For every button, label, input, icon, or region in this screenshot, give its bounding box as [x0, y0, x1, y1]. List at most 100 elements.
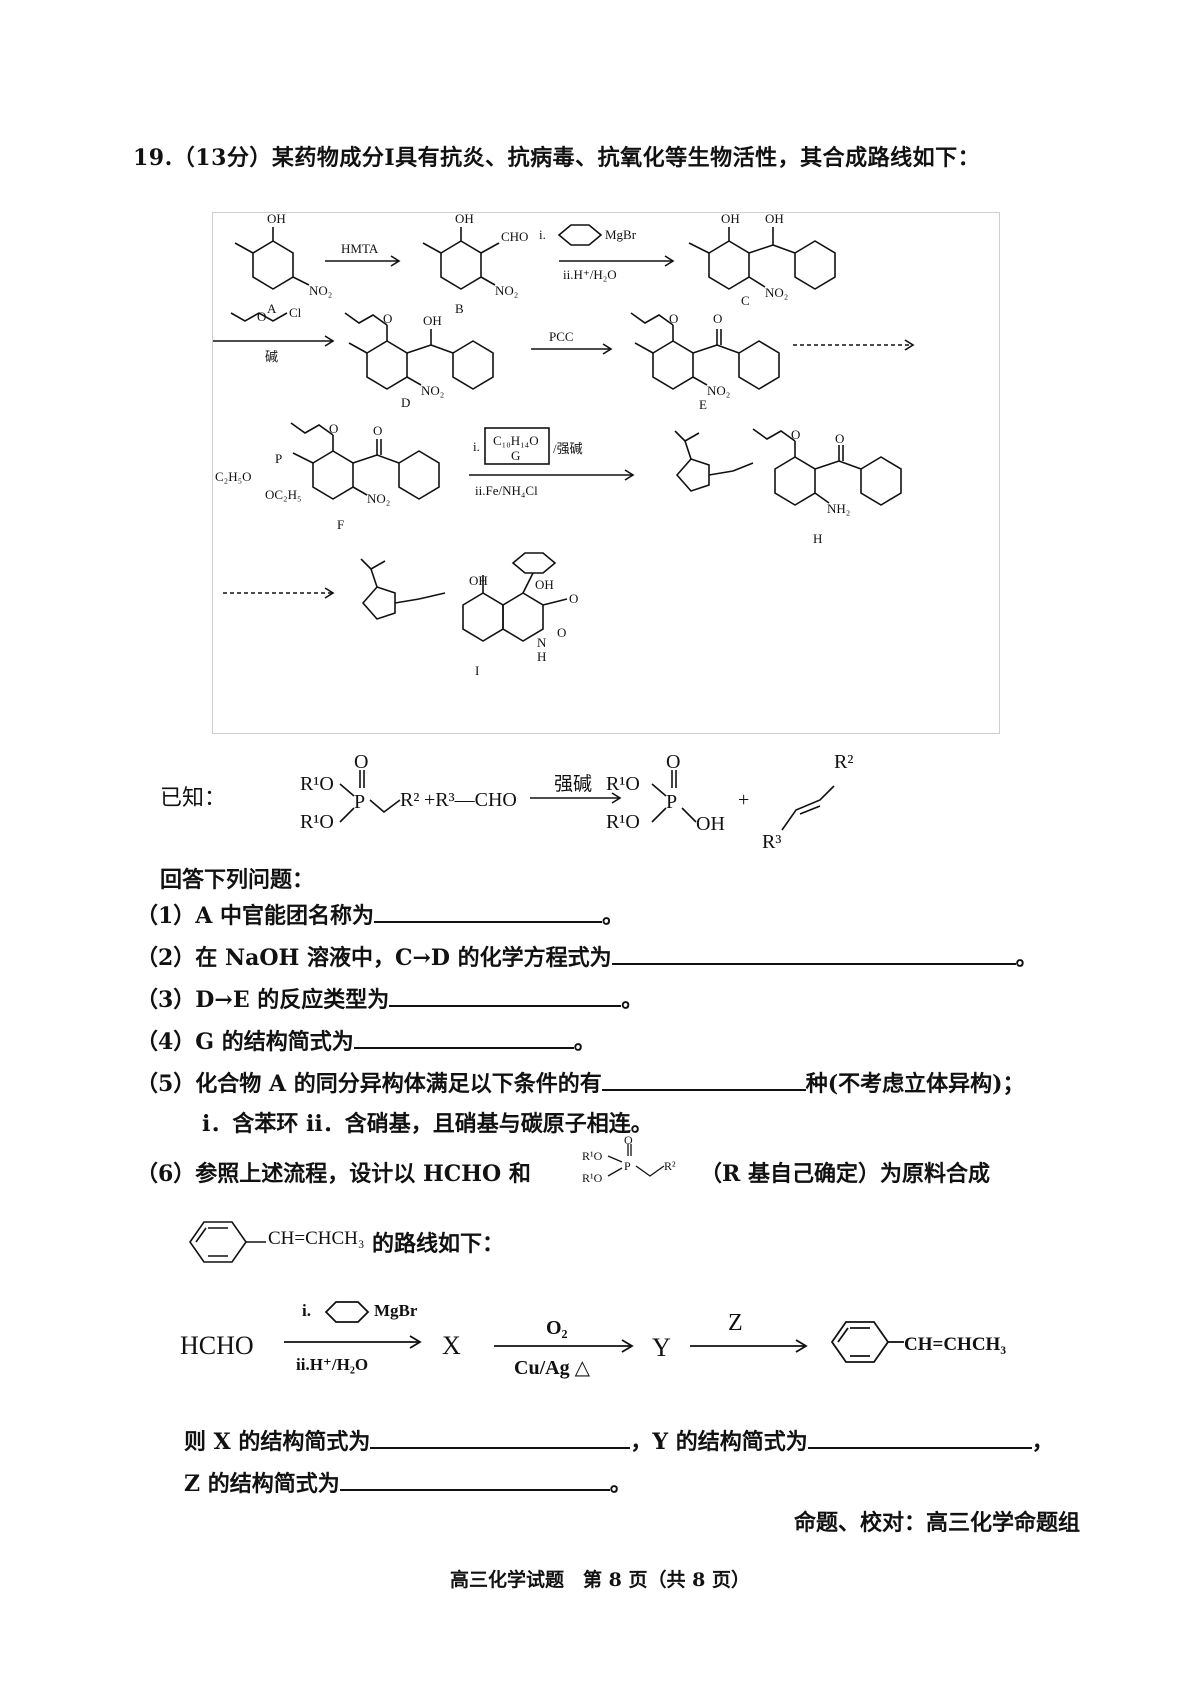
q6-reagent-svg: R¹O R¹O O P R² — [582, 1133, 676, 1185]
q6-reagent-r2: R² — [664, 1159, 676, 1173]
q6-reagent-p: P — [624, 1159, 631, 1173]
route-svg: HCHO i. MgBr ii.H⁺/H₂O X O₂ Cu/Ag △ Y Z … — [180, 1301, 1006, 1379]
q6-route-suffix: 的路线如下： — [372, 1231, 505, 1257]
e-ketone-o: O — [713, 311, 722, 326]
synthesis-route: HCHO i. MgBr ii.H⁺/H₂O X O₂ Cu/Ag △ Y Z … — [180, 1290, 1060, 1400]
ring-i-cyclopentene — [361, 586, 396, 620]
q5-prefix: （5）化合物 A 的同分异构体满足以下条件的有 — [136, 1071, 602, 1097]
question-title: 19.（13分）某药物成分I具有抗炎、抗病毒、抗氧化等生物活性，其合成路线如下： — [133, 145, 981, 171]
ring-c2 — [794, 240, 836, 290]
f-p: P — [275, 451, 282, 466]
final-question-z: Z 的结构简式为 。 — [184, 1466, 632, 1498]
a-oh: OH — [267, 213, 286, 226]
known-product-o: O — [666, 751, 680, 773]
y-answer-blank[interactable] — [807, 1427, 1032, 1449]
d-no2: NO₂ — [421, 383, 444, 398]
known-product-p: P — [666, 791, 677, 813]
label-e: E — [699, 397, 707, 412]
ring-b — [440, 240, 482, 290]
route-hcho: HCHO — [180, 1331, 254, 1360]
known-o: O — [354, 751, 368, 773]
question-6: （6）参照上述流程，设计以 HCHO 和 — [136, 1156, 531, 1188]
route-z: Z — [728, 1310, 743, 1336]
q1-prefix: （1）A 中官能团名称为 — [136, 903, 375, 929]
route-x: X — [442, 1331, 461, 1360]
q5-answer-blank[interactable] — [601, 1069, 806, 1091]
reagent-hmta: HMTA — [341, 241, 379, 256]
synthesis-scheme: OH NO₂ A HMTA OH CHO NO₂ B i. MgBr ii.H⁺… — [212, 211, 1000, 734]
e-no2: NO₂ — [707, 383, 730, 398]
q2-answer-blank[interactable] — [611, 943, 1016, 965]
q6-suffix: （R 基自己确定）为原料合成 — [700, 1161, 990, 1187]
q2-prefix: （2）在 NaOH 溶液中，C→D 的化学方程式为 — [136, 945, 612, 971]
known-r1o-bottom: R¹O — [300, 811, 334, 833]
label-a: A — [267, 301, 277, 316]
f-no2: NO₂ — [367, 491, 390, 506]
b-no2: NO₂ — [495, 283, 518, 298]
grignard-i: i. — [539, 227, 546, 242]
label-b: B — [455, 301, 464, 316]
q1-answer-blank[interactable] — [374, 901, 603, 923]
reagent-o: O — [257, 309, 266, 324]
ring-i2 — [502, 592, 544, 642]
z-answer-blank[interactable] — [339, 1469, 610, 1491]
known-product-oh: OH — [696, 813, 725, 835]
signature: 命题、校对：高三化学命题组 — [793, 1510, 1080, 1536]
known-product-r1o-top: R¹O — [606, 773, 640, 795]
i-h: H — [537, 649, 546, 664]
q6-reagent-structure: R¹O R¹O O P R² — [560, 1133, 700, 1188]
q3-answer-blank[interactable] — [389, 985, 622, 1007]
known-plus: + — [738, 789, 749, 811]
page-footer: 高三化学试题 第 8 页（共 8 页） — [450, 1569, 750, 1591]
route-o2: O₂ — [546, 1317, 568, 1339]
q6-prefix: （6）参照上述流程，设计以 HCHO 和 — [136, 1161, 531, 1187]
q4-prefix: （4）G 的结构简式为 — [136, 1029, 354, 1055]
known-alkene-r2: R² — [834, 751, 853, 773]
ring-h1 — [774, 456, 816, 506]
ring-a — [252, 240, 294, 290]
q2-suffix: 。 — [1015, 945, 1038, 971]
c-no2: NO₂ — [765, 285, 788, 300]
final-question-xy: 则 X 的结构简式为，Y 的结构简式为， — [184, 1424, 1054, 1456]
q4-answer-blank[interactable] — [353, 1027, 574, 1049]
i-n: N — [537, 635, 547, 650]
known-label: 已知： — [160, 786, 227, 811]
grignard-ii: ii.H⁺/H₂O — [563, 267, 617, 282]
known-svg: R¹O R¹O O P R² +R³—CHO 强碱 R¹O R¹O O P OH… — [300, 751, 853, 853]
q5-suffix: 种(不考虑立体异构)； — [805, 1071, 1025, 1097]
answer-intro: 回答下列问题： — [160, 867, 315, 893]
z-prefix: Z 的结构简式为 — [184, 1471, 340, 1497]
z-suffix: 。 — [609, 1471, 632, 1497]
ring-i-phenyl — [511, 552, 557, 574]
f-o: O — [329, 421, 338, 436]
reagent-base: 碱 — [265, 349, 278, 364]
known-product-r1o-bottom: R¹O — [606, 811, 640, 833]
i-oh-2: OH — [535, 577, 554, 592]
ring-f1 — [312, 450, 354, 500]
label-c: C — [741, 293, 750, 308]
b-cho: CHO — [501, 229, 528, 244]
q1-suffix: 。 — [602, 903, 625, 929]
f-ketone-o: O — [373, 423, 382, 438]
reagent-g-formula: C₁₀H₁₄O — [493, 433, 539, 448]
e-o: O — [669, 311, 678, 326]
reagent-step-ii: ii.Fe/NH₄Cl — [475, 483, 538, 498]
question-4: （4）G 的结构简式为。 — [136, 1024, 596, 1056]
i-carbonyl-o: O — [557, 625, 566, 640]
scheme-svg: OH NO₂ A HMTA OH CHO NO₂ B i. MgBr ii.H⁺… — [213, 211, 915, 678]
q6-product-text: CH=CHCH₃ — [268, 1228, 365, 1249]
q6-reagent-r1o-bottom: R¹O — [582, 1171, 603, 1185]
ring-i1 — [462, 592, 504, 642]
ring-phenyl-grignard — [557, 224, 603, 246]
route-product: CH=CHCH₃ — [904, 1334, 1006, 1355]
x-answer-blank[interactable] — [370, 1427, 631, 1449]
ring-f2 — [398, 450, 440, 500]
i-o: O — [569, 591, 578, 606]
question-5: （5）化合物 A 的同分异构体满足以下条件的有 种(不考虑立体异构)； — [136, 1066, 1025, 1098]
reagent-step-i: i. — [473, 439, 480, 454]
label-f: F — [337, 517, 344, 532]
h-nh2: NH₂ — [827, 501, 850, 516]
known-p: P — [354, 791, 365, 813]
q3-suffix: 。 — [621, 987, 644, 1013]
h-o: O — [791, 427, 800, 442]
